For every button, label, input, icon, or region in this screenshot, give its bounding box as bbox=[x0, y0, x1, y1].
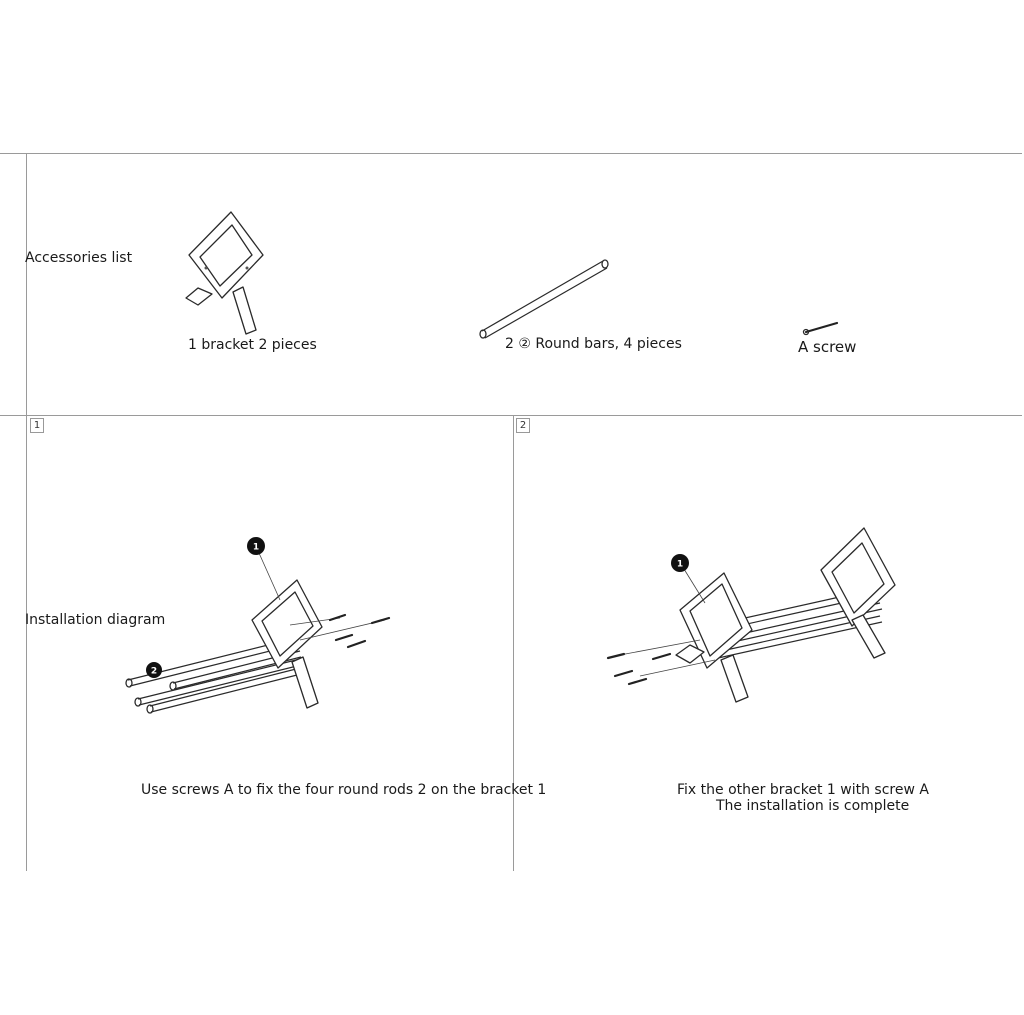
step-2-illustration: 1 bbox=[606, 527, 896, 703]
bracket-label: 1 bracket 2 pieces bbox=[188, 337, 317, 353]
round-bars-label: 2 ② Round bars, 4 pieces bbox=[505, 336, 682, 352]
center-divider-line bbox=[513, 415, 514, 871]
callout-2: 2 bbox=[151, 667, 157, 677]
callout-1-step-2: 1 bbox=[677, 560, 683, 570]
screw-illustration bbox=[802, 321, 839, 336]
screw-label: A screw bbox=[798, 338, 857, 356]
bracket-illustration bbox=[185, 211, 264, 335]
step-2-number: 2 bbox=[516, 418, 530, 433]
middle-divider-line bbox=[0, 415, 1022, 416]
step-1-illustration: 1 2 bbox=[125, 537, 391, 714]
round-bar-illustration bbox=[479, 259, 609, 339]
step-2-caption: Fix the other bracket 1 with screw A bbox=[677, 782, 929, 798]
accessories-title: Accessories list bbox=[25, 250, 133, 266]
step-1-number: 1 bbox=[30, 418, 44, 433]
left-border-line bbox=[26, 153, 27, 871]
top-border-line bbox=[0, 153, 1022, 154]
step-2-caption-complete: The installation is complete bbox=[716, 798, 910, 814]
callout-1: 1 bbox=[253, 543, 259, 553]
installation-diagram-label: Installation diagram bbox=[25, 612, 166, 628]
step-1-caption: Use screws A to fix the four round rods … bbox=[141, 782, 547, 798]
